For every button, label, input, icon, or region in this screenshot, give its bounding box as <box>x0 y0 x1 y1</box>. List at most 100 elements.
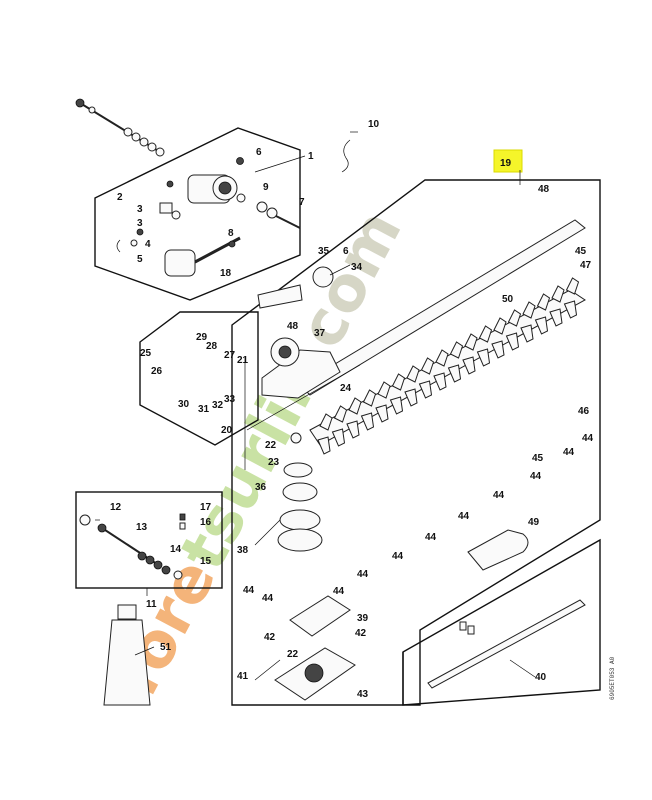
callout-14: 14 <box>170 544 182 555</box>
cutter-tooth <box>404 388 418 407</box>
callout-43: 43 <box>357 689 369 700</box>
main-assembly-frame <box>231 179 601 706</box>
cutter-tooth <box>505 332 520 351</box>
callout-44b: 44 <box>563 447 575 458</box>
blade-cover-strip <box>427 599 586 689</box>
callout-27: 27 <box>224 350 236 361</box>
cutter-tooth <box>507 309 522 327</box>
callout-6b: 6 <box>343 246 349 257</box>
cutter-tooth <box>435 349 449 367</box>
cutter-tooth <box>447 364 462 383</box>
cutter-tooth <box>346 420 360 439</box>
callout-labels: 1 2 3 3 4 5 6 6 7 8 9 10 11 12 13 14 15 … <box>110 119 594 700</box>
drive-gear-parts <box>277 432 323 552</box>
callout-48: 48 <box>538 184 550 195</box>
drive-shaft <box>75 98 165 157</box>
callout-34: 34 <box>351 262 363 273</box>
callout-26: 26 <box>151 366 163 377</box>
cutter-tooth <box>418 380 433 399</box>
callout-28: 28 <box>206 341 218 352</box>
callout-19: 19 <box>500 158 512 169</box>
highlight-box <box>493 149 523 173</box>
cutter-tooth <box>433 372 447 391</box>
gear-head-frame <box>139 311 259 446</box>
cutter-teeth <box>317 277 580 455</box>
cutter-tooth <box>565 277 580 295</box>
gear-case <box>257 266 341 399</box>
cutter-tooth <box>333 405 348 423</box>
cutter-tooth <box>551 285 565 303</box>
callout-44e: 44 <box>458 511 470 522</box>
callout-50: 50 <box>502 294 514 305</box>
callout-3b: 3 <box>137 218 143 229</box>
callout-45: 45 <box>575 246 587 257</box>
callout-31: 31 <box>198 404 210 415</box>
callout-38: 38 <box>237 545 249 556</box>
callout-22: 22 <box>265 440 277 451</box>
callout-51: 51 <box>160 642 172 653</box>
callout-4: 4 <box>145 239 151 250</box>
gear-housing-parts <box>116 157 301 277</box>
cutter-tooth <box>317 436 331 455</box>
blade-guard <box>467 529 529 571</box>
callout-17: 17 <box>200 502 212 513</box>
callout-44g: 44 <box>392 551 404 562</box>
cutter-tooth <box>476 348 491 367</box>
callout-16: 16 <box>200 517 212 528</box>
callout-13: 13 <box>136 522 148 533</box>
cutter-tooth <box>536 293 551 311</box>
callout-46: 46 <box>578 406 590 417</box>
leader-lines <box>95 155 536 681</box>
bolt-kit-parts <box>79 513 186 580</box>
cutter-tooth <box>462 356 476 375</box>
callout-29: 29 <box>196 332 208 343</box>
callout-48b: 48 <box>287 321 299 332</box>
callout-37: 37 <box>314 328 326 339</box>
cutter-tooth <box>522 301 536 319</box>
callout-44i: 44 <box>333 586 345 597</box>
cover-plate <box>274 595 356 701</box>
callout-9: 9 <box>263 182 269 193</box>
cutter-tooth <box>549 308 563 327</box>
callout-44h: 44 <box>357 569 369 580</box>
callout-5: 5 <box>137 254 143 265</box>
cutter-tooth <box>375 404 389 423</box>
cutter-tooth <box>534 316 549 335</box>
callout-44d: 44 <box>493 490 505 501</box>
callout-39: 39 <box>357 613 369 624</box>
callout-42b: 42 <box>355 628 367 639</box>
callout-12: 12 <box>110 502 122 513</box>
callout-8: 8 <box>228 228 234 239</box>
cutter-tooth <box>449 341 464 359</box>
watermark: foretsurlin.com <box>99 198 416 707</box>
callout-22b: 22 <box>287 649 299 660</box>
callout-49: 49 <box>528 517 540 528</box>
callout-44a: 44 <box>582 433 594 444</box>
cutter-tooth <box>406 365 420 383</box>
callout-32: 32 <box>212 400 224 411</box>
callout-6: 6 <box>256 147 262 158</box>
grease-tube <box>103 604 151 706</box>
callout-11: 11 <box>146 599 157 610</box>
callout-44j: 44 <box>243 585 255 596</box>
callout-20: 20 <box>221 425 233 436</box>
callout-3: 3 <box>137 204 143 215</box>
callout-7: 7 <box>299 197 305 208</box>
callout-1: 1 <box>308 151 314 162</box>
callout-33: 33 <box>224 394 236 405</box>
clip-part <box>341 139 351 173</box>
cutter-tooth <box>319 413 333 431</box>
cutter-tooth <box>389 396 404 415</box>
callout-15: 15 <box>200 556 212 567</box>
cutter-tooth <box>360 412 375 431</box>
callout-42: 42 <box>264 632 276 643</box>
cutter-tooth <box>391 373 406 391</box>
svg-text:foretsurlin.com: foretsurlin.com <box>99 198 416 707</box>
cutter-tooth <box>377 381 391 399</box>
callout-35: 35 <box>318 246 330 257</box>
callout-2: 2 <box>117 192 123 203</box>
cutter-tooth <box>362 389 377 407</box>
callout-40: 40 <box>535 672 547 683</box>
callout-25: 25 <box>140 348 152 359</box>
